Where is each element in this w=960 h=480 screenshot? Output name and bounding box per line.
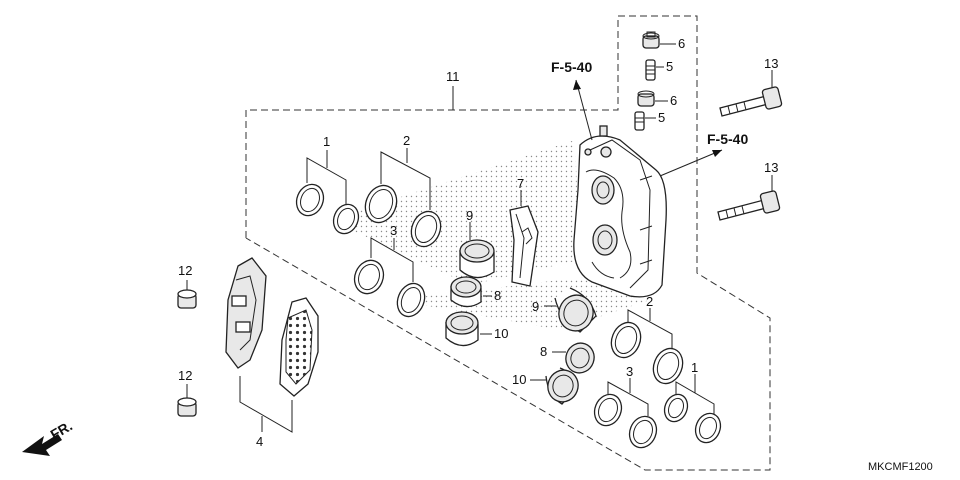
piston-10-left: [445, 311, 479, 347]
label-8-right: 8: [540, 344, 547, 359]
bolt-13-lower: [717, 190, 781, 221]
label-1-right: 1: [691, 360, 698, 375]
label-10-right: 10: [512, 372, 526, 387]
label-13-lower: 13: [764, 160, 778, 175]
bleeder-screw-5-lower: [634, 111, 645, 131]
label-13-upper: 13: [764, 56, 778, 71]
caliper-body: [573, 125, 667, 298]
label-3-left: 3: [390, 223, 397, 238]
piston-9-left: [459, 239, 495, 279]
label-9-left: 9: [466, 208, 473, 223]
collar-12-lower: [177, 397, 197, 417]
label-3-right: 3: [626, 364, 633, 379]
label-6-upper: 6: [678, 36, 685, 51]
brake-pad-back: [225, 257, 267, 369]
ref-f-5-40-right: F-5-40: [707, 131, 748, 147]
piston-8-left: [450, 276, 482, 308]
seal-2-right: [610, 321, 684, 385]
label-1-upper: 1: [323, 134, 330, 149]
bleeder-cap-6-lower: [637, 90, 655, 107]
label-5-upper: 5: [666, 59, 673, 74]
seal-1-right: [663, 393, 722, 444]
bolt-13-upper: [719, 86, 783, 117]
label-4: 4: [256, 434, 263, 449]
label-6-lower: 6: [670, 93, 677, 108]
seal-3-right: [593, 393, 658, 449]
label-9-right: 9: [532, 299, 539, 314]
label-12-lower: 12: [178, 368, 192, 383]
bleeder-cap-6-upper: [642, 31, 660, 49]
brake-pad-front: [279, 297, 319, 397]
ref-f-5-40-top: F-5-40: [551, 59, 592, 75]
piston-9-right: [554, 287, 597, 333]
label-10-left: 10: [494, 326, 508, 341]
piston-10-right: [545, 367, 579, 405]
piston-8-right: [565, 342, 595, 374]
bleeder-screw-5-upper: [645, 59, 656, 81]
label-8-left: 8: [494, 288, 501, 303]
seal-2-upper: [364, 184, 442, 248]
seal-1-upper: [295, 183, 360, 235]
front-direction-arrow: FR.: [22, 417, 75, 456]
assembly-outline: [245, 15, 771, 471]
pad-spring-7: [509, 205, 539, 287]
label-2-upper: 2: [403, 133, 410, 148]
label-7: 7: [517, 176, 524, 191]
diagram-code: MKCMF1200: [868, 461, 933, 473]
label-12-upper: 12: [178, 263, 192, 278]
label-5-lower: 5: [658, 110, 665, 125]
label-2-right: 2: [646, 294, 653, 309]
label-11: 11: [446, 69, 460, 84]
seal-3-left: [353, 259, 426, 318]
collar-12-upper: [177, 289, 197, 309]
